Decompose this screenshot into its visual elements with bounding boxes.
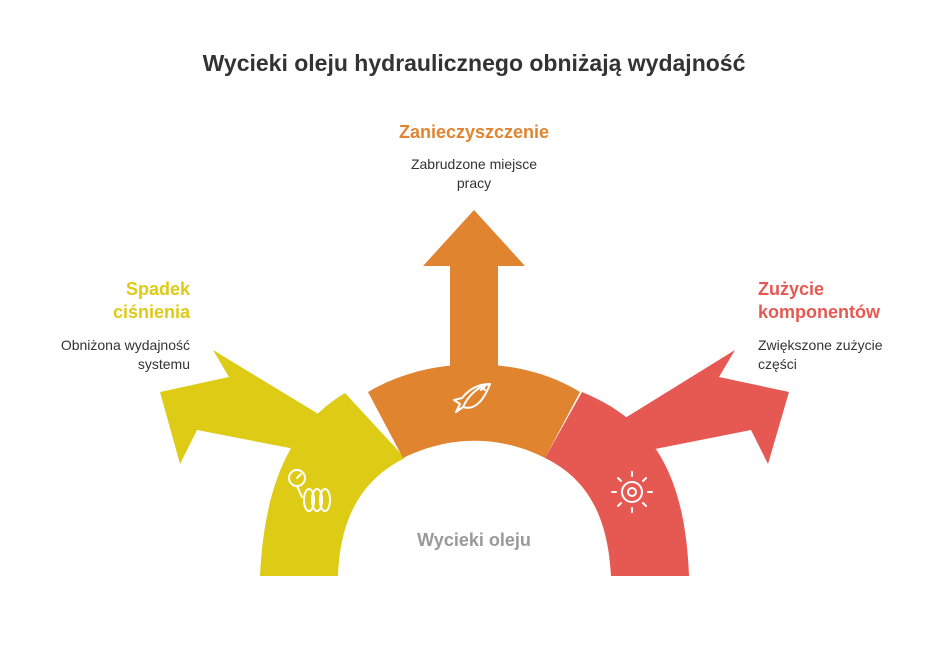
branch-top-description: Zabrudzone miejsce pracy xyxy=(410,156,538,191)
center-label: Wycieki oleju xyxy=(417,530,531,550)
dead-fish-icon xyxy=(453,383,491,413)
branch-left-description: Obniżona wydajność systemu xyxy=(60,337,190,372)
segment-left xyxy=(160,350,405,576)
segment-right xyxy=(545,350,789,576)
pressure-gauge-icon xyxy=(288,469,331,512)
branch-left-title: Spadek ciśnienia xyxy=(112,279,190,322)
gear-wear-icon xyxy=(611,471,653,513)
branch-right-description: Zwiększone zużycie części xyxy=(758,337,883,372)
diagram-title: Wycieki oleju hydraulicznego obniżają wy… xyxy=(202,50,746,76)
branch-right-title: Zużycie komponentów xyxy=(758,279,880,322)
segment-top xyxy=(368,210,580,458)
branch-top-title: Zanieczyszczenie xyxy=(398,122,550,142)
